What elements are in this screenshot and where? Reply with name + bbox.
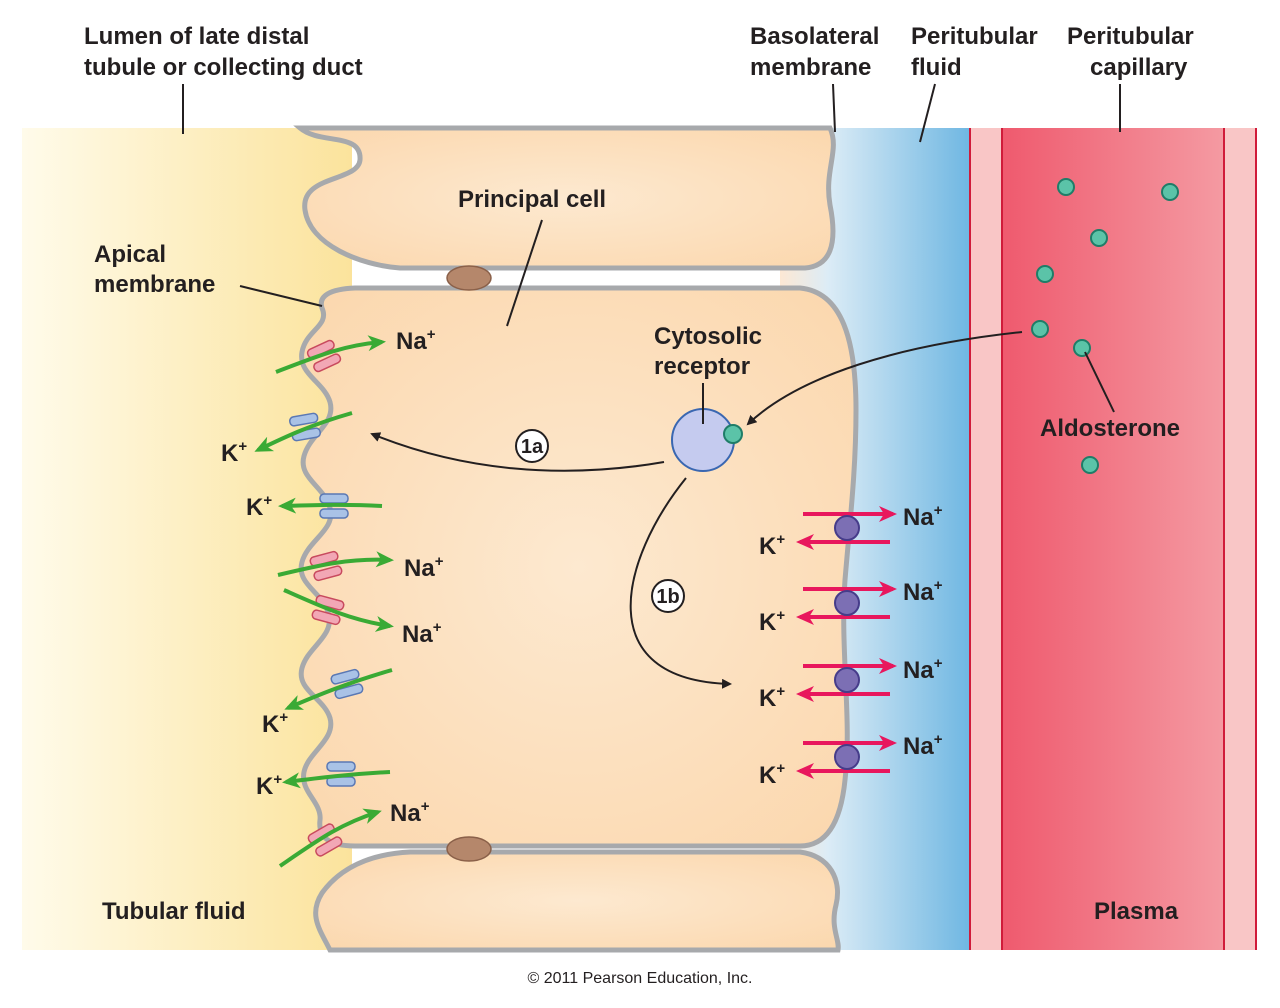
na-in-arrow	[275, 335, 386, 374]
aldosterone-molecule	[1090, 229, 1108, 247]
step-1b-badge: 1b	[651, 579, 685, 613]
aldosterone-entry-arrow	[746, 331, 1023, 426]
lower-neighbor-cell	[313, 849, 841, 953]
cytosolic-label-line1: Cytosolic	[654, 323, 762, 350]
aldosterone-molecule	[1073, 339, 1091, 357]
na-in-arrow	[278, 808, 382, 868]
na-label: Na+	[903, 655, 943, 684]
na-label: Na+	[903, 502, 943, 531]
k-label: K+	[759, 531, 785, 560]
peritubular-fluid-label-line1: Peritubular	[911, 23, 1038, 50]
na-label: Na+	[402, 619, 442, 648]
peritubular-fluid-pointer	[919, 83, 936, 143]
principal-cell-label: Principal cell	[458, 186, 606, 213]
step-1a-badge: 1a	[515, 429, 549, 463]
aldosterone-molecule	[1057, 178, 1075, 196]
aldosterone-pointer	[1084, 351, 1115, 413]
k-label: K+	[221, 438, 247, 467]
tight-junction-bottom	[446, 836, 492, 862]
apical-label-line1: Apical	[94, 241, 166, 268]
lumen-label-line1: Lumen of late distal	[84, 23, 309, 50]
na-label: Na+	[396, 326, 436, 355]
apical-pointer	[239, 285, 323, 307]
peritubular-capillary-label-line1: Peritubular	[1067, 23, 1194, 50]
pathway-1b-arrow	[629, 477, 732, 689]
na-k-pump	[834, 515, 860, 541]
k-label: K+	[262, 709, 288, 738]
basolateral-label-line1: Basolateral	[750, 23, 879, 50]
na-label: Na+	[903, 731, 943, 760]
k-out-arrow	[278, 497, 383, 514]
basolateral-label-line2: membrane	[750, 54, 871, 81]
step-1b-label: 1b	[656, 586, 679, 608]
aldosterone-label: Aldosterone	[1040, 415, 1180, 442]
capillary-wall-left	[970, 128, 1002, 950]
na-label: Na+	[903, 577, 943, 606]
lumen-label-line2: tubule or collecting duct	[84, 54, 363, 81]
na-channel	[306, 339, 342, 373]
na-k-pump-group	[796, 506, 897, 779]
k-out-arrow	[282, 770, 391, 789]
na-channel	[307, 823, 343, 857]
plasma-label: Plasma	[1094, 898, 1179, 925]
basolateral-pointer	[832, 83, 836, 133]
cytosolic-label-line2: receptor	[654, 353, 750, 380]
tubular-fluid-label: Tubular fluid	[102, 898, 246, 925]
pathway-1a-arrow	[370, 432, 665, 472]
na-k-pump	[834, 590, 860, 616]
principal-cell-pointer	[506, 219, 543, 327]
na-label: Na+	[404, 553, 444, 582]
aldosterone-molecule	[1081, 456, 1099, 474]
k-out-arrow	[254, 411, 353, 452]
k-label: K+	[759, 760, 785, 789]
na-k-pump	[834, 744, 860, 770]
k-label: K+	[246, 492, 272, 521]
aldosterone-molecule	[1161, 183, 1179, 201]
k-out-arrow	[284, 668, 393, 710]
peritubular-capillary-label-line2: capillary	[1090, 54, 1188, 81]
tubular-fluid-region	[22, 128, 352, 950]
aldosterone-molecules	[1031, 178, 1179, 474]
tight-junction-top	[446, 265, 492, 291]
capillary-lumen	[1002, 128, 1224, 950]
aldosterone-molecule	[1031, 320, 1049, 338]
capillary-wall-right	[1224, 128, 1256, 950]
k-channel	[319, 493, 349, 519]
upper-neighbor-cell	[293, 125, 836, 271]
k-label: K+	[256, 771, 282, 800]
aldosterone-molecule	[1036, 265, 1054, 283]
k-label: K+	[759, 683, 785, 712]
na-k-pump	[834, 667, 860, 693]
na-in-arrow	[283, 588, 394, 632]
k-label: K+	[759, 607, 785, 636]
copyright-notice: © 2011 Pearson Education, Inc.	[528, 970, 753, 987]
bound-aldosterone	[723, 424, 743, 444]
step-1a-label: 1a	[521, 436, 544, 458]
na-in-arrow	[277, 551, 394, 577]
na-label: Na+	[390, 798, 430, 827]
apical-label-line2: membrane	[94, 271, 215, 298]
peritubular-fluid-label-line2: fluid	[911, 54, 962, 81]
k-channel	[330, 668, 364, 700]
